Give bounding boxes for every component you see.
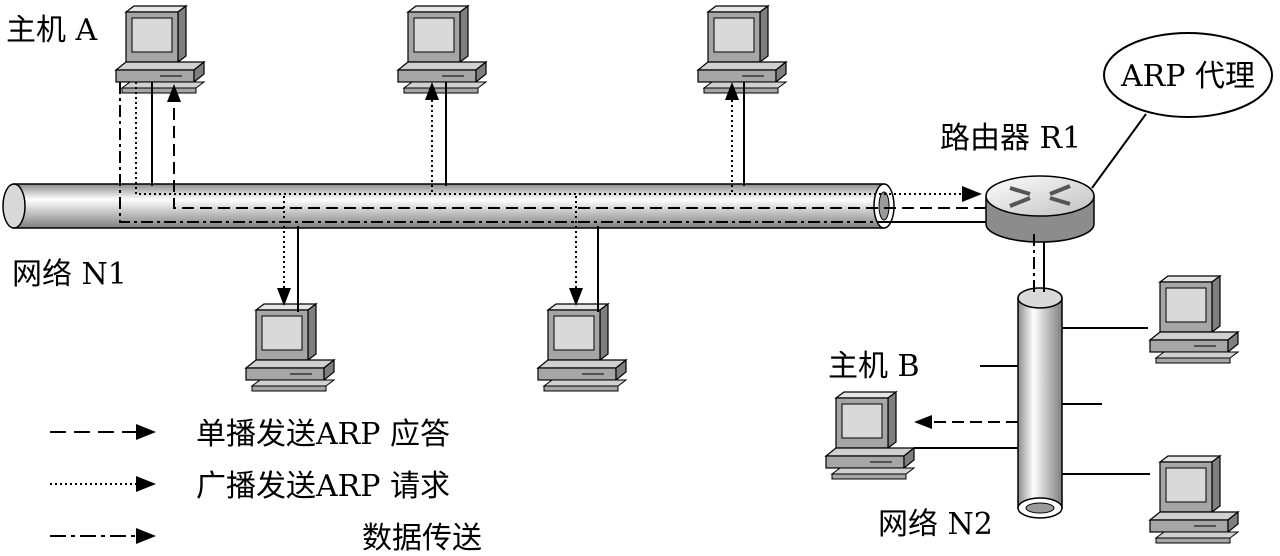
top-middle-computer-icon	[397, 5, 487, 94]
data-transfer-path	[119, 82, 1035, 292]
legend-label-unicast: 单播发送ARP 应答	[196, 417, 450, 452]
bottom-left-computer-icon	[245, 303, 335, 392]
network-n1-label: 网络 N1	[12, 257, 127, 292]
host-a-label: 主机 A	[6, 13, 98, 48]
legend	[50, 424, 156, 544]
host-b-label: 主机 B	[828, 349, 920, 384]
host-a-computer-icon	[115, 5, 205, 94]
network-n2-pipe	[1017, 287, 1063, 519]
top-right-computer-icon	[697, 5, 787, 94]
legend-label-data: 数据传送	[362, 521, 482, 556]
n2-lower-computer-icon	[1149, 455, 1239, 544]
router-label: 路由器 R1	[940, 121, 1081, 156]
unicast-arrowheads	[167, 84, 932, 429]
host-b-computer-icon	[825, 391, 915, 480]
broadcast-arp-request-path	[135, 82, 966, 300]
arp-proxy-label: ARP 代理	[1120, 59, 1255, 94]
n2-upper-computer-icon	[1149, 275, 1239, 364]
arp-proxy-callout	[1091, 32, 1273, 189]
broadcast-arrowheads	[277, 82, 982, 306]
unicast-arp-reply-path	[173, 96, 1018, 423]
legend-dotted-arrow-icon	[136, 476, 156, 492]
network-links	[151, 82, 1150, 475]
network-n1-pipe	[2, 183, 895, 229]
network-n2-label: 网络 N2	[878, 507, 993, 542]
legend-dashdot-arrow-icon	[136, 528, 156, 544]
legend-label-broadcast: 广播发送ARP 请求	[196, 469, 450, 504]
bottom-middle-computer-icon	[537, 303, 627, 392]
router-r1-icon	[985, 175, 1095, 243]
legend-dashed-arrow-icon	[136, 424, 156, 440]
